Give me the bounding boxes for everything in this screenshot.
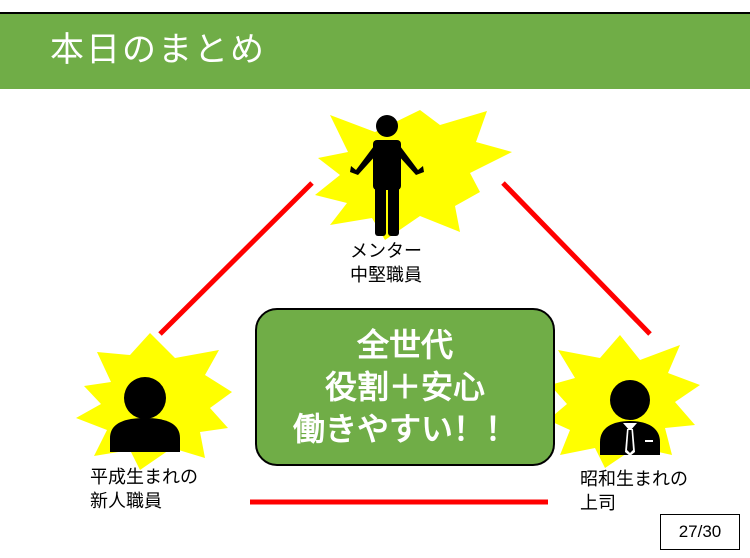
- node-left-label: 平成生まれの 新人職員: [90, 466, 198, 514]
- person-bust-icon: [110, 377, 180, 452]
- page-number: 27/30: [660, 514, 740, 550]
- burst-top: [315, 110, 512, 240]
- center-line-1: 全世代: [356, 326, 453, 364]
- node-right-position: 上司: [580, 493, 616, 514]
- center-summary-box: 全世代 役割＋安心 働きやすい！！: [255, 308, 555, 466]
- node-top-label: メンター 中堅職員: [350, 240, 422, 288]
- node-left-position: 新人職員: [90, 491, 162, 512]
- node-top-position: 中堅職員: [350, 265, 422, 286]
- person-shrug-icon: [350, 115, 424, 236]
- slide-title: 本日のまとめ: [50, 30, 266, 70]
- center-line-3: 働きやすい！！: [292, 410, 517, 448]
- connector-top-right: [501, 181, 652, 336]
- title-bar: 本日のまとめ: [0, 12, 750, 89]
- node-top-role: メンター: [350, 241, 422, 262]
- node-right-label: 昭和生まれの 上司: [580, 468, 688, 516]
- center-line-2: 役割＋安心: [324, 368, 485, 406]
- businessman-icon: [600, 380, 660, 456]
- node-left-generation: 平成生まれの: [90, 467, 198, 488]
- node-right-generation: 昭和生まれの: [580, 469, 688, 490]
- connector-top-left: [158, 181, 314, 336]
